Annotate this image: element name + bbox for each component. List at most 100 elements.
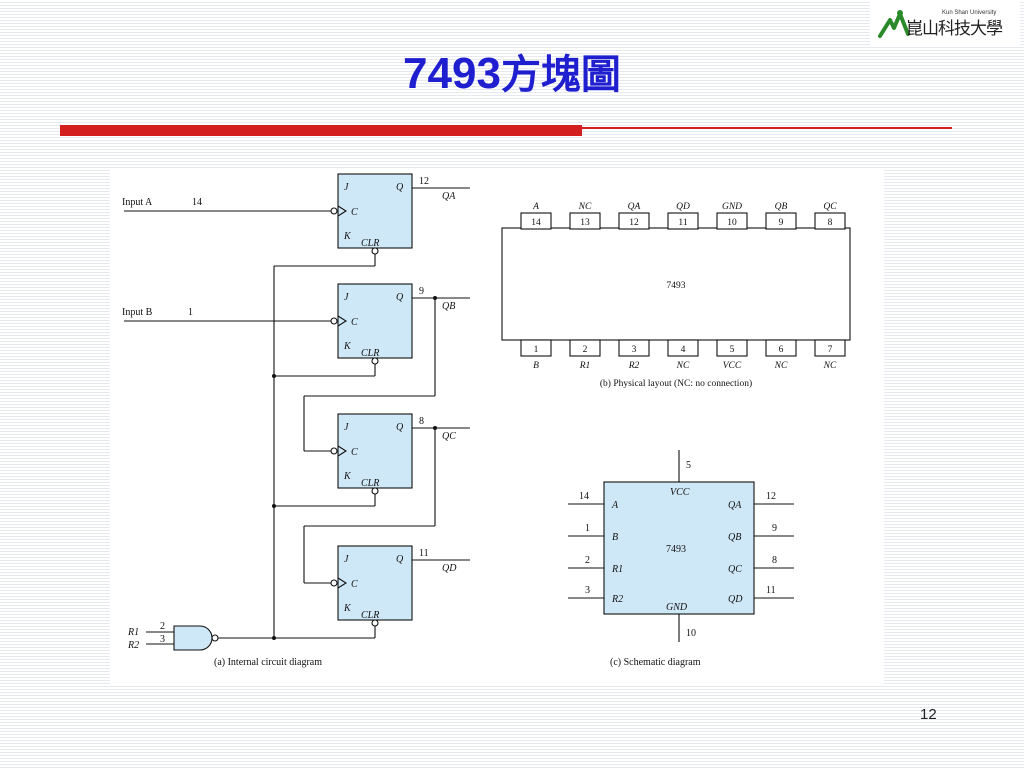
slide-title: 7493方塊圖 <box>0 42 1024 100</box>
ff-c-j-label: J <box>344 422 349 433</box>
pin-14-num: 14 <box>531 218 541 228</box>
pin-2-name: R1 <box>579 361 591 371</box>
flip-flop-a <box>337 173 413 249</box>
pin-11-num: 11 <box>678 218 687 228</box>
accent-line <box>582 127 952 129</box>
schematic-chip-label: 7493 <box>666 544 686 555</box>
pin-12-num: 12 <box>629 218 639 228</box>
schematic-left-label-2: R1 <box>611 564 623 575</box>
ff-b-q-label: Q <box>396 292 404 303</box>
pin-8-name: QC <box>823 202 837 212</box>
dip-package <box>501 227 851 341</box>
schematic-left-pin-0: 14 <box>579 491 589 502</box>
pin-10-num: 10 <box>727 218 737 228</box>
leaf-logo-icon <box>878 10 910 38</box>
ff-b-c-label: C <box>351 317 358 328</box>
slide-title-code: 7493 <box>403 49 501 98</box>
schematic-left-label-3: R2 <box>611 594 623 605</box>
schematic-right-label-1: QB <box>728 532 741 543</box>
ff-d-clr-label: CLR <box>361 610 379 621</box>
ff-c-clr-label: CLR <box>361 478 379 489</box>
pin-6-name: NC <box>774 361 788 371</box>
ff-b-j-label: J <box>344 292 349 303</box>
output-qb-pin: 9 <box>419 286 424 297</box>
ff-d-j-label: J <box>344 554 349 565</box>
pin-3-name: R2 <box>628 361 640 371</box>
pin-5-num: 5 <box>730 345 735 355</box>
pin-7-name: NC <box>823 361 837 371</box>
physical-chip-label: 7493 <box>667 281 686 291</box>
pin-9-num: 9 <box>779 218 784 228</box>
schematic-chip <box>603 481 755 615</box>
page-number: 12 <box>920 706 937 723</box>
reset-r1-label: R1 <box>127 627 139 638</box>
schematic-right-pin-2: 8 <box>772 555 777 566</box>
output-qd-pin: 11 <box>419 548 429 559</box>
input-a-pin: 14 <box>192 197 202 208</box>
schematic-right-pin-3: 11 <box>766 585 776 596</box>
pin-8-num: 8 <box>828 218 833 228</box>
ff-c-c-label: C <box>351 447 358 458</box>
ff-a-c-label: C <box>351 207 358 218</box>
pin-4-name: NC <box>676 361 690 371</box>
physical-layout-diagram <box>501 212 851 357</box>
ff-c-q-label: Q <box>396 422 404 433</box>
ff-d-k-label: K <box>343 603 352 614</box>
flip-flop-b <box>337 283 413 359</box>
pin-4-num: 4 <box>681 345 686 355</box>
schematic-left-pin-3: 3 <box>585 585 590 596</box>
physical-caption: (b) Physical layout (NC: no connection) <box>600 378 752 389</box>
input-a-label: Input A <box>122 197 153 208</box>
schematic-right-pin-1: 9 <box>772 523 777 534</box>
ff-a-j-label: J <box>344 182 349 193</box>
ff-a-k-label: K <box>343 231 352 242</box>
ff-a-q-label: Q <box>396 182 404 193</box>
output-qc-label: QC <box>442 431 456 442</box>
figure-svg: J Q C K CLR J Q C K CLR J Q C K CLR J Q … <box>122 173 851 668</box>
schematic-left-label-0: A <box>611 500 619 511</box>
schematic-right-label-2: QC <box>728 564 742 575</box>
output-qd-label: QD <box>442 563 457 574</box>
pin-9-name: QB <box>775 202 788 212</box>
logo-chinese: 崑山科技大學 <box>906 19 1003 39</box>
output-qb-label: QB <box>442 301 455 312</box>
schematic-gnd-label: GND <box>666 602 688 613</box>
reset-r2-pin: 3 <box>160 634 165 645</box>
ff-d-q-label: Q <box>396 554 404 565</box>
schematic-diagram <box>568 450 794 642</box>
input-b-pin: 1 <box>188 307 193 318</box>
accent-bar <box>60 125 582 136</box>
pin-2-num: 2 <box>583 345 588 355</box>
input-b-label: Input B <box>122 307 153 318</box>
pin-5-name: VCC <box>723 361 742 371</box>
figure-panel: J Q C K CLR J Q C K CLR J Q C K CLR J Q … <box>110 168 884 684</box>
slide-title-cjk: 方塊圖 <box>500 51 621 98</box>
internal-caption: (a) Internal circuit diagram <box>214 657 322 668</box>
schematic-right-label-3: QD <box>728 594 743 605</box>
schematic-right-label-0: QA <box>728 500 742 511</box>
pin-10-name: GND <box>722 202 742 212</box>
schematic-left-pin-1: 1 <box>585 523 590 534</box>
schematic-caption: (c) Schematic diagram <box>610 657 701 668</box>
pin-1-name: B <box>533 361 539 371</box>
pin-7-num: 7 <box>828 345 833 355</box>
logo-english: Kun Shan University <box>942 10 997 16</box>
pin-3-num: 3 <box>632 345 637 355</box>
ff-a-clr-label: CLR <box>361 238 379 249</box>
pin-13-name: NC <box>578 202 592 212</box>
pin-14-name: A <box>532 202 539 212</box>
schematic-vcc-label: VCC <box>670 487 690 498</box>
schematic-right-pin-0: 12 <box>766 491 776 502</box>
university-logo: Kun Shan University 崑山科技大學 <box>870 2 1020 46</box>
pin-1-num: 1 <box>534 345 539 355</box>
schematic-vcc-pin: 5 <box>686 460 691 471</box>
schematic-gnd-pin: 10 <box>686 628 696 639</box>
schematic-left-pin-2: 2 <box>585 555 590 566</box>
pin-6-num: 6 <box>779 345 784 355</box>
output-qa-label: QA <box>442 191 456 202</box>
reset-r2-label: R2 <box>127 640 139 651</box>
flip-flop-c <box>337 413 413 489</box>
ff-d-c-label: C <box>351 579 358 590</box>
output-qc-pin: 8 <box>419 416 424 427</box>
pin-11-name: QD <box>676 202 690 212</box>
